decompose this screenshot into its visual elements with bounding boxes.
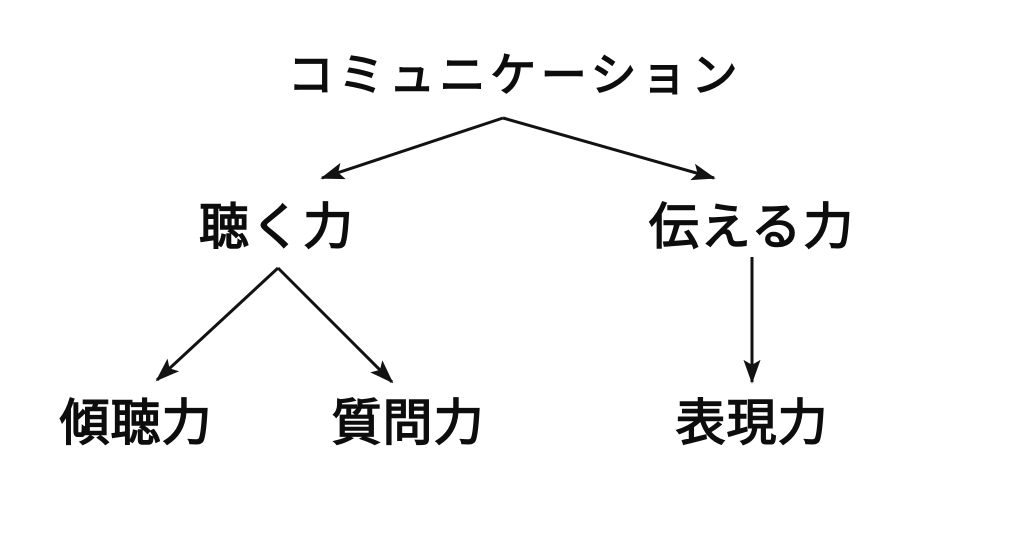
node-leaf-expression: 表現力: [675, 393, 829, 452]
node-branch-listening: 聴く力: [199, 197, 355, 256]
edge-root-to-branch-left: [320, 116, 504, 180]
node-leaf-questioning: 質問力: [331, 393, 485, 452]
node-root-communication: コミュニケーション: [287, 48, 743, 102]
edge-branch-left-to-leaf-two: [276, 266, 394, 384]
node-leaf-active-listening: 傾聴力: [59, 393, 213, 452]
edge-root-to-branch-right: [502, 116, 716, 181]
edge-branch-left-to-leaf-one: [155, 266, 280, 382]
node-branch-conveying: 伝える力: [648, 197, 856, 256]
